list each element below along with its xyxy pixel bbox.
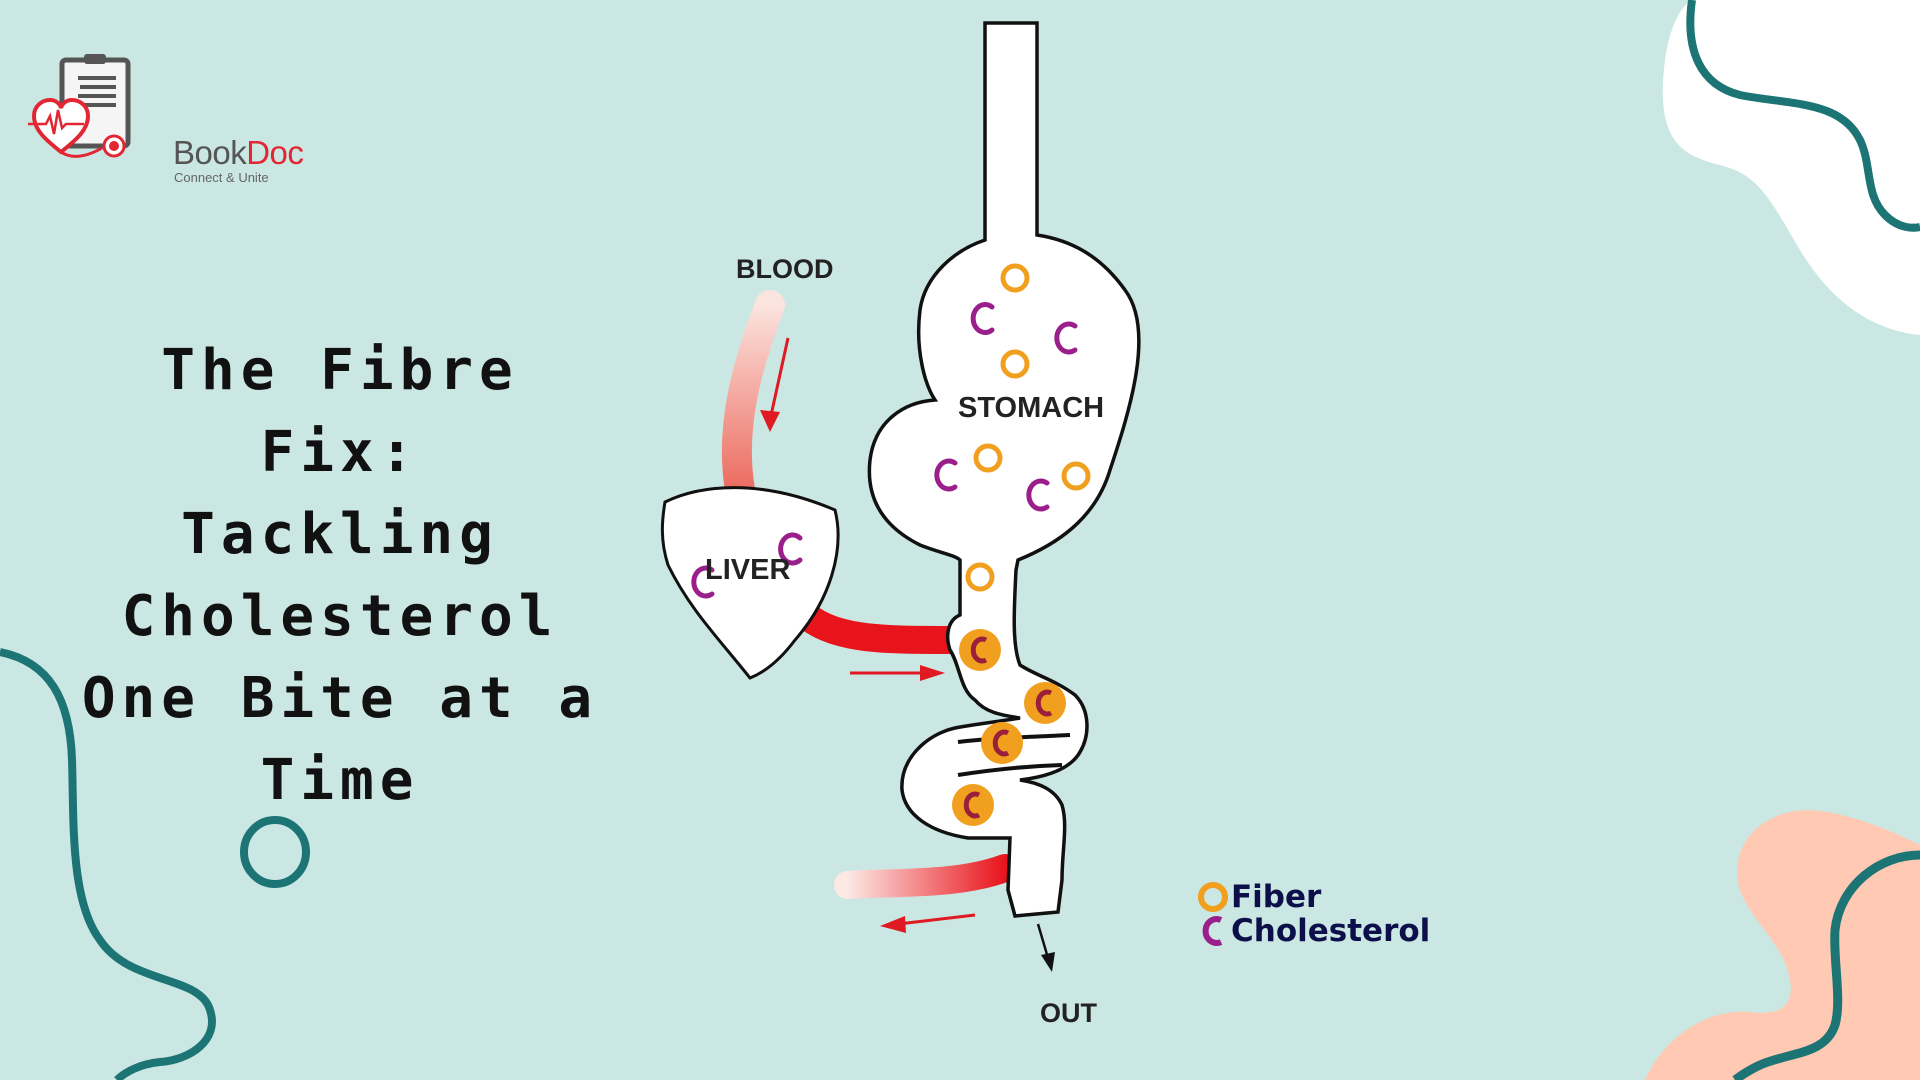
title-line: Cholesterol: [121, 584, 559, 649]
cholesterol-c: [691, 565, 715, 599]
title-line: Tackling: [181, 502, 499, 567]
bookdoc-logo[interactable]: BookDoc Connect & Unite: [28, 52, 308, 185]
brand-name-book: Book: [173, 134, 247, 171]
title-line: The Fibre Fix:: [161, 338, 519, 485]
fiber-ring-icon: [1195, 880, 1231, 914]
brand-name-doc: Doc: [246, 134, 304, 171]
cholesterol-c: [970, 302, 995, 335]
bound-fiber-cholesterol: [952, 784, 994, 826]
bound-fiber-cholesterol: [981, 722, 1023, 764]
blood-flow-arrow: [768, 337, 790, 421]
flow-arrowhead-to-intestine: [920, 665, 945, 681]
flow-arrowhead-out: [880, 916, 906, 933]
fiber-particles: [965, 263, 1091, 592]
bound-particles: [952, 629, 1066, 826]
fiber-ring: [973, 443, 1003, 473]
blood-flow-arrowhead: [760, 410, 780, 432]
teal-wave-line-bottom-right: [1732, 850, 1920, 1080]
white-blob-shape: [1662, 0, 1920, 335]
peach-blob-shape: [1645, 810, 1920, 1080]
blood-vessel-to-liver: [721, 290, 785, 505]
intestine-outgoing-vessel: [834, 854, 1019, 899]
bound-fiber-cholesterol: [1024, 682, 1066, 724]
cholesterol-c-icon: [1195, 914, 1231, 948]
cholesterol-particles: [691, 302, 1078, 599]
fiber-ring: [965, 562, 995, 592]
legend-item-cholesterol: Cholesterol: [1195, 913, 1431, 949]
cholesterol-c: [1026, 478, 1050, 512]
cholesterol-c: [1054, 321, 1078, 355]
teal-wave-line-top-right: [1686, 0, 1920, 232]
out-arrow: [1036, 923, 1050, 959]
teal-wave-line-left: [0, 648, 216, 1080]
cholesterol-c: [934, 458, 958, 492]
title-line: One Bite at a: [81, 666, 599, 731]
stomach-label: STOMACH: [958, 392, 1105, 424]
brand-name: BookDoc: [173, 134, 304, 172]
legend-label: Cholesterol: [1231, 913, 1431, 949]
fiber-ring: [1061, 461, 1091, 491]
intestine-fold: [957, 763, 1063, 777]
legend: Fiber Cholesterol: [1195, 879, 1431, 949]
out-label: OUT: [1040, 998, 1097, 1028]
liver-to-intestine-vessel: [790, 599, 951, 654]
gi-tract-outline: [867, 21, 1141, 918]
out-arrowhead: [1041, 952, 1055, 972]
fiber-ring: [1000, 263, 1030, 293]
fiber-ring: [1000, 349, 1030, 379]
legend-label: Fiber: [1231, 879, 1322, 915]
cholesterol-c: [778, 532, 803, 566]
legend-item-fiber: Fiber: [1195, 879, 1430, 915]
liver-label: LIVER: [705, 554, 791, 586]
clipboard-heart-icon: [28, 54, 131, 158]
teal-small-circle: [240, 816, 310, 888]
title-line: Time: [260, 748, 420, 813]
brand-tagline: Connect & Unite: [174, 170, 269, 185]
page-title: The Fibre Fix: Tackling Cholesterol One …: [80, 330, 600, 822]
bound-fiber-cholesterol: [959, 629, 1001, 671]
blood-label: BLOOD: [736, 254, 834, 284]
